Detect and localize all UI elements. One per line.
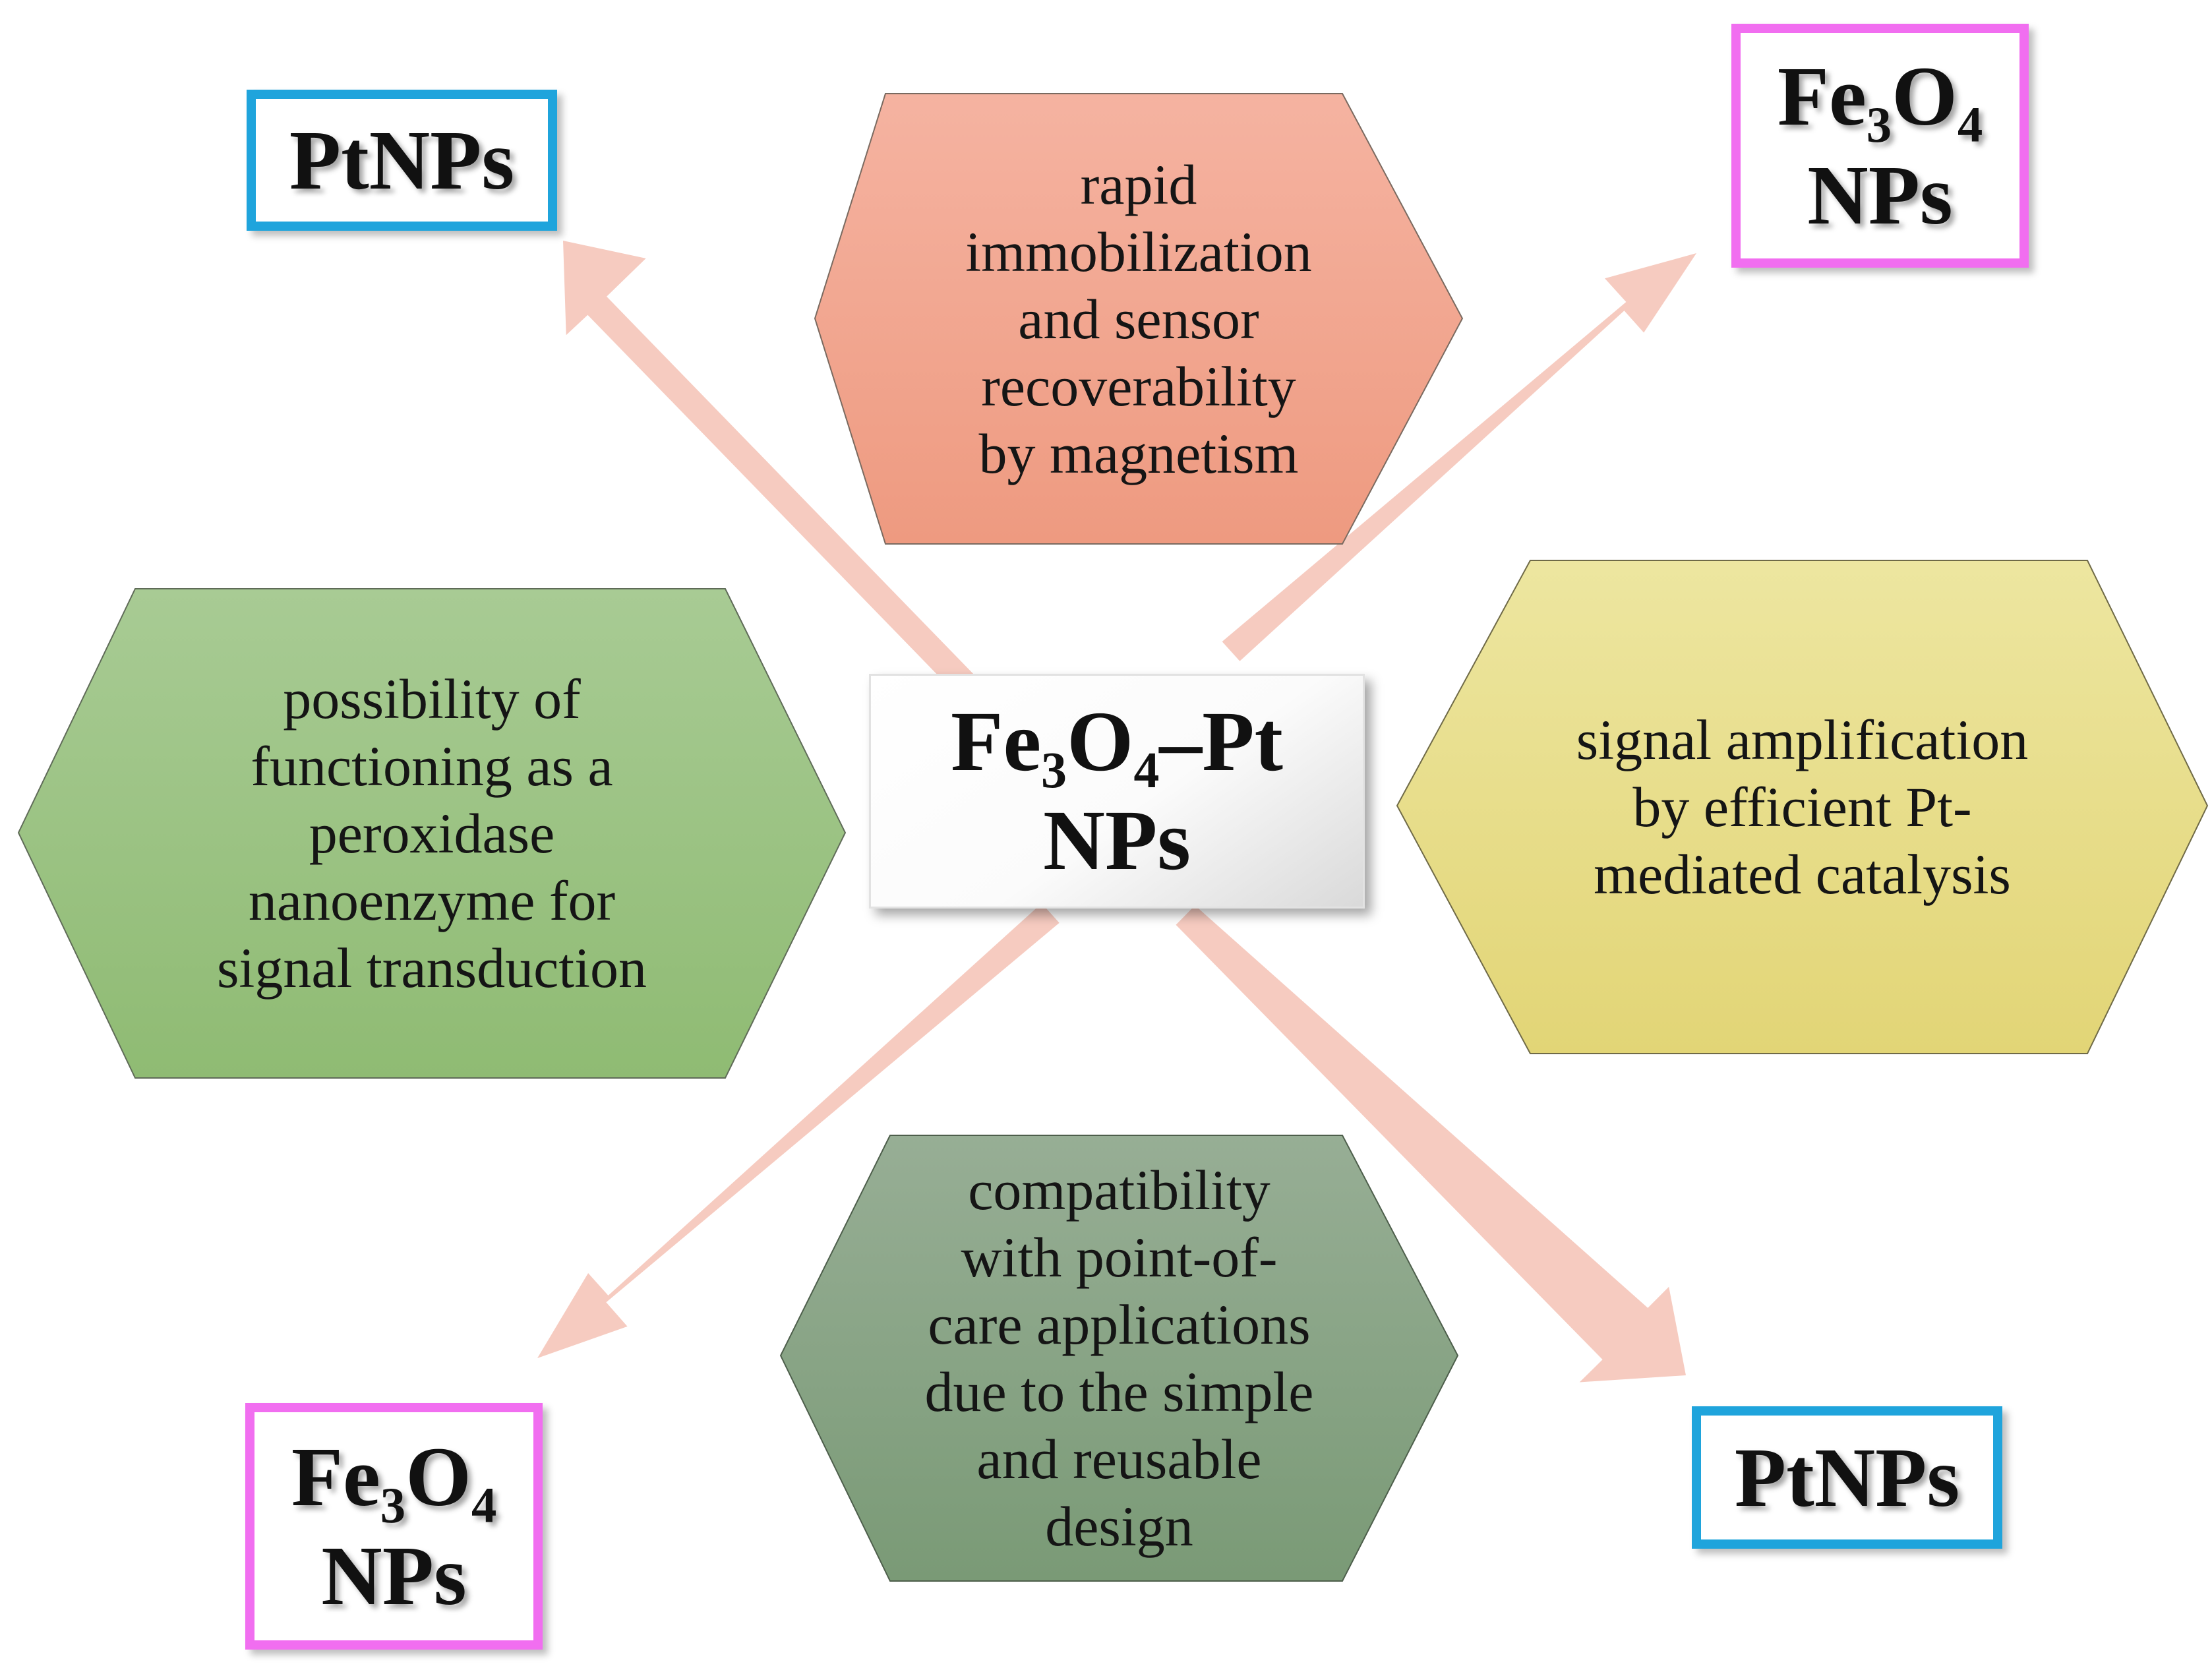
hexagon-top-line: by magnetism <box>978 421 1299 485</box>
arrow-top-left <box>563 241 995 714</box>
hexagon-bottom-line: due to the simple <box>924 1360 1314 1423</box>
hexagon-left-line: possibility of <box>283 667 581 731</box>
hexagon-left-line: peroxidase <box>309 802 555 865</box>
hexagon-bottom <box>779 1135 1459 1582</box>
hexagon-top-line: immobilization <box>965 220 1312 284</box>
arrow-bottom-left <box>537 903 1060 1358</box>
hexagon-top-line: recoverability <box>981 354 1296 418</box>
hexagon-left-line: signal transduction <box>216 936 647 1000</box>
fe3o4-label: Fe₃O₄ <box>1777 49 1983 143</box>
arrow-bottom-right <box>1176 905 1686 1383</box>
ptnps-box-bottom-right: PtNPs <box>1692 1406 2002 1549</box>
arrow-top-right <box>1222 253 1696 661</box>
hexagon-top-line: and sensor <box>1018 287 1259 351</box>
hexagon-right-text: signal amplification by efficient Pt- me… <box>1397 560 2207 1054</box>
fe3o4-box-top-right: Fe₃O₄ NPs <box>1731 24 2029 268</box>
hexagon-top-text: rapid immobilization and sensor recovera… <box>815 94 1462 544</box>
hexagon-bottom-text: compatibility with point-of- care applic… <box>781 1135 1458 1581</box>
center-box: Fe₃O₄–Pt NPs <box>869 674 1365 909</box>
ptnps-box-top-left: PtNPs <box>247 90 557 231</box>
hexagon-left-text: possibility of functioning as a peroxida… <box>18 589 845 1078</box>
hexagon-right-line: signal amplification <box>1576 708 2029 771</box>
hexagon-bottom-line: compatibility <box>968 1158 1270 1222</box>
hexagon-left-line: functioning as a <box>251 734 613 798</box>
hexagon-right <box>1396 560 2209 1054</box>
hexagon-right-line: mediated catalysis <box>1594 843 2011 906</box>
hexagon-left <box>17 588 847 1079</box>
hexagon-bottom-line: care applications <box>928 1293 1311 1356</box>
ptnps-label: PtNPs <box>289 113 515 207</box>
hexagon-bottom-line: design <box>1045 1495 1193 1558</box>
fe3o4-box-bottom-left: Fe₃O₄ NPs <box>245 1403 543 1650</box>
center-title-line2: NPs <box>1043 793 1191 888</box>
center-title-line1: Fe₃O₄–Pt <box>951 694 1283 789</box>
hexagon-right-line: by efficient Pt- <box>1632 775 1972 839</box>
fe3o4-label: Fe₃O₄ <box>291 1430 497 1524</box>
ptnps-label: PtNPs <box>1734 1431 1960 1524</box>
nps-label: NPs <box>321 1529 467 1623</box>
hexagon-bottom-line: and reusable <box>976 1427 1262 1491</box>
nps-label: NPs <box>1807 148 1953 242</box>
hexagon-top <box>814 93 1464 545</box>
hexagon-bottom-line: with point-of- <box>961 1226 1278 1289</box>
hexagon-left-line: nanoenzyme for <box>248 869 616 932</box>
hexagon-top-line: rapid <box>1080 152 1197 216</box>
